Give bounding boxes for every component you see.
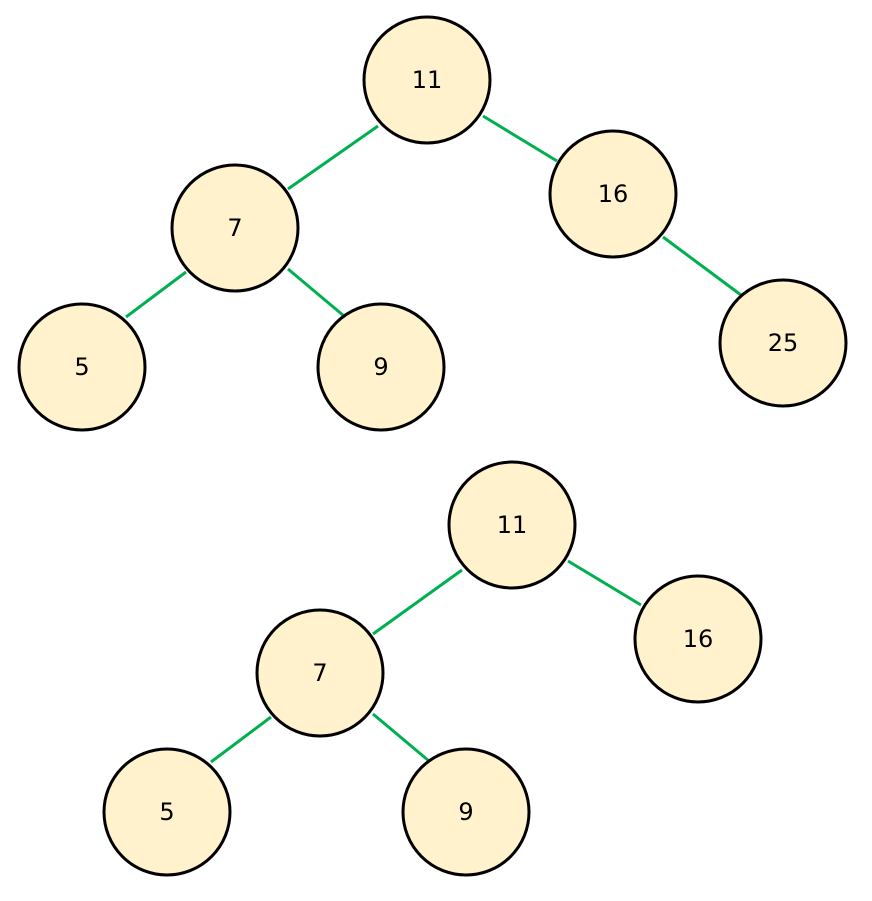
node-25: 25: [718, 278, 848, 408]
node-11: 11: [447, 460, 577, 590]
svg-text:11: 11: [412, 66, 443, 94]
svg-text:9: 9: [458, 798, 473, 826]
node-16: 16: [633, 574, 763, 704]
svg-text:9: 9: [373, 353, 388, 381]
node-7: 7: [170, 163, 300, 293]
edge-7-9: [372, 712, 430, 763]
node-11: 11: [362, 15, 492, 145]
svg-text:5: 5: [74, 353, 89, 381]
node-9: 9: [316, 302, 446, 432]
svg-text:16: 16: [598, 180, 629, 208]
edge-7-5: [125, 270, 187, 319]
svg-text:7: 7: [227, 214, 242, 242]
edge-11-16: [482, 114, 558, 163]
svg-text:16: 16: [683, 625, 714, 653]
node-5: 5: [102, 747, 232, 877]
node-9: 9: [401, 747, 531, 877]
edge-7-5: [210, 715, 272, 764]
edge-11-16: [567, 559, 642, 607]
edge-16-25: [662, 235, 742, 297]
node-5: 5: [17, 302, 147, 432]
node-7: 7: [255, 608, 385, 738]
edge-11-7: [372, 568, 463, 636]
tree-1: 11 7 16 5 9 25: [17, 15, 848, 432]
node-16: 16: [548, 129, 678, 259]
svg-text:25: 25: [768, 329, 799, 357]
svg-text:5: 5: [159, 798, 174, 826]
tree-2: 11 7 16 5 9: [102, 460, 763, 877]
svg-text:11: 11: [497, 511, 528, 539]
edge-7-9: [287, 267, 345, 318]
edge-11-7: [287, 124, 379, 191]
svg-text:7: 7: [312, 659, 327, 687]
